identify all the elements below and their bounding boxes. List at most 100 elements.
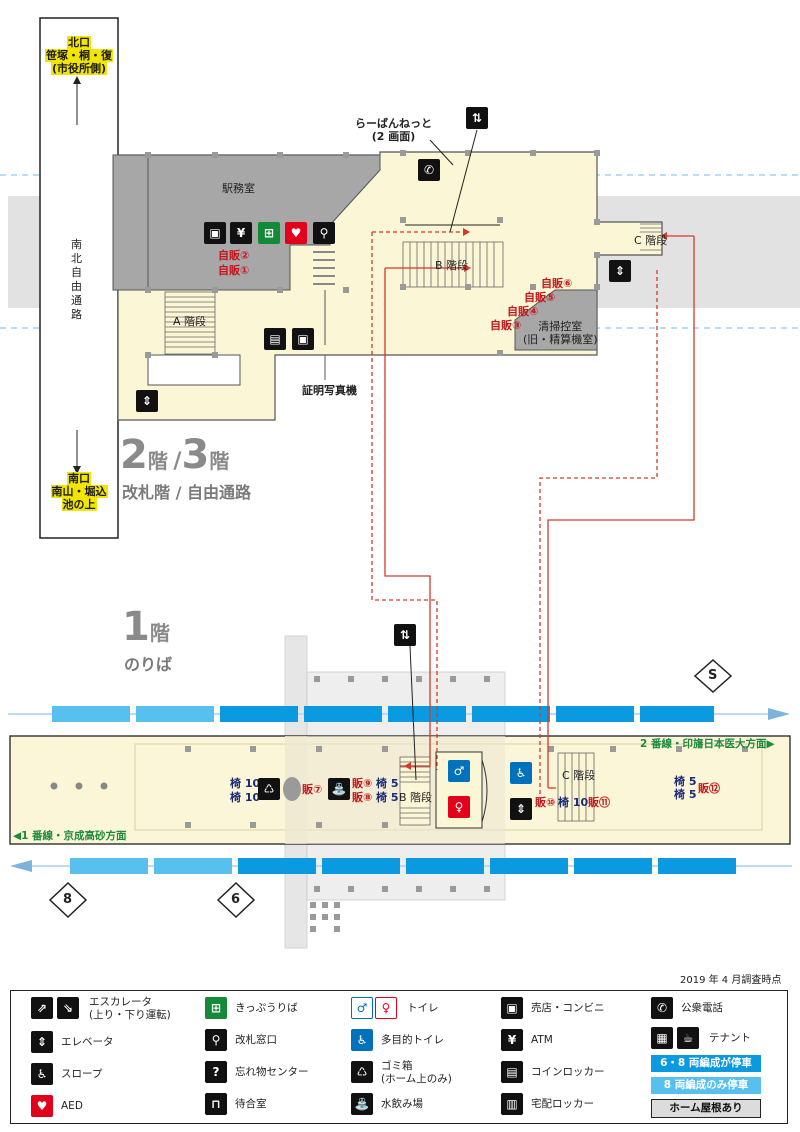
trash-icon: ♺ — [258, 778, 280, 800]
atm-icon: ¥ — [501, 1029, 523, 1051]
vend-10: 販⑩ — [535, 796, 556, 809]
legend-delivery-locker: 宅配ロッカー — [531, 1098, 594, 1110]
legend-lost: 忘れ物センター — [235, 1066, 309, 1078]
ticket-gates — [313, 251, 335, 285]
bench-c: 椅 10 — [558, 796, 589, 809]
vend-12: 販⑫ — [698, 782, 720, 795]
stairs-a-label: A 階段 — [173, 315, 207, 328]
escalator-icon-lower: ⇅ — [394, 624, 416, 646]
train-cars-line2 — [52, 706, 714, 722]
legend-toilet: トイレ — [407, 1002, 439, 1014]
stairs-c-upper — [640, 223, 662, 251]
legend-phone: 公衆電話 — [681, 1002, 723, 1014]
shop-icon: ▣ — [501, 997, 523, 1019]
station-map — [0, 17, 800, 949]
aed-icon: ♥ — [31, 1095, 53, 1117]
line1-direction: ◀1 番線・京成高砂方面 — [13, 830, 127, 842]
toilet-female-icon: ♀ — [448, 796, 470, 818]
coin-locker-icon: ▤ — [501, 1061, 523, 1083]
bench-a1: 椅 10 — [230, 777, 261, 790]
columns-upper — [145, 150, 600, 358]
car-stop-6: 6 — [231, 892, 241, 907]
delivery-locker-icon: ▤ — [264, 328, 286, 350]
stairs-c-lower — [557, 752, 595, 822]
vending-3: 自販③ — [490, 319, 522, 332]
legend-gate: 改札窓口 — [235, 1034, 277, 1046]
vend-11: 販⑪ — [588, 796, 610, 809]
vend-8: 販⑧ — [352, 791, 373, 804]
gate-window-icon: ⚲ — [313, 222, 335, 244]
north-exit-label: 北口 笹塚・桐・復 (市役所側) — [42, 36, 116, 75]
elevator-icon: ⇕ — [609, 260, 631, 282]
legend-slope: スロープ — [61, 1068, 103, 1080]
vend-7: 販⑦ — [302, 783, 323, 796]
survey-date: 2019 年 4 月調査時点 — [680, 975, 782, 986]
stairs-b-lower-label: B 階段 — [399, 791, 433, 804]
trash-icon: ♺ — [351, 1061, 373, 1083]
stairs-c-label: C 階段 — [634, 234, 668, 247]
vending-6: 自販⑥ — [541, 277, 573, 290]
vending-1: 自販① — [218, 264, 250, 277]
water-fountain-icon: ⛲ — [328, 778, 350, 800]
escalator-icon: ⇅ — [466, 107, 488, 129]
shop-icon-2: ▣ — [292, 328, 314, 350]
bench-d2: 椅 5 — [674, 788, 697, 801]
elevator-icon: ⇕ — [31, 1031, 53, 1053]
cleaning-room-label: 清掃控室 (旧・精算機室) — [523, 320, 598, 346]
stairs-c-lower-label: C 階段 — [562, 769, 596, 782]
ticket-icon: ⊞ — [205, 997, 227, 1019]
escalator-down-icon: ⇘ — [57, 997, 79, 1019]
stairs-b-upper — [402, 241, 504, 288]
cleaning-room — [514, 289, 598, 351]
legend-water: 水飲み場 — [381, 1098, 423, 1110]
elevator-icon-lower: ⇕ — [510, 798, 532, 820]
lower-floor-title: 1階 — [122, 604, 170, 650]
shop-icon: ▣ — [204, 222, 226, 244]
legend-trash: ゴミ箱(ホーム上のみ) — [381, 1060, 452, 1085]
stairs-b-label: B 階段 — [435, 259, 469, 272]
columns-lower — [185, 676, 748, 932]
legend-coin-locker: コインロッカー — [531, 1066, 605, 1078]
waiting-room-icon: ⊓ — [205, 1093, 227, 1115]
lost-found-icon: ? — [205, 1061, 227, 1083]
delivery-locker-icon: ▥ — [501, 1093, 523, 1115]
gate-window-icon: ⚲ — [205, 1029, 227, 1051]
lower-floor-subtitle: のりば — [124, 655, 173, 674]
south-exit-label: 南口 南山・堀込 池の上 — [42, 472, 116, 511]
route-lines — [371, 231, 695, 798]
escalator-up-icon: ⇗ — [31, 997, 53, 1019]
vend-9: 販⑨ — [352, 777, 373, 790]
station-office-label: 駅務室 — [222, 182, 255, 195]
legend-multi-toilet: 多目的トイレ — [381, 1034, 444, 1046]
slope-icon: ♿ — [31, 1063, 53, 1085]
bench-b2: 椅 5 — [376, 791, 399, 804]
toilet-male-icon: ♂ — [351, 997, 373, 1019]
aed-icon: ♥ — [285, 222, 307, 244]
vending-4: 自販④ — [507, 305, 539, 318]
photo-booth-label: 証明写真機 — [302, 384, 357, 397]
line2-direction: 2 番線・印旛日本医大方面▶ — [640, 738, 775, 750]
bench-d1: 椅 5 — [674, 775, 697, 788]
wheelchair-icon: ♿ — [510, 762, 532, 784]
atm-icon: ¥ — [230, 222, 252, 244]
north-south-passage — [39, 17, 119, 539]
legend: ⇗ ⇘ エスカレータ(上り・下り運転) ⇕ エレベータ ♿ スロープ ♥ AED… — [10, 990, 788, 1124]
car-stop-markers — [48, 658, 733, 919]
bench-b1: 椅 5 — [376, 777, 399, 790]
legend-escalator: エスカレータ(上り・下り運転) — [89, 996, 171, 1021]
toilet-male-icon: ♂ — [448, 760, 470, 782]
tenant-shop-icon: ▦ — [651, 1027, 673, 1049]
car-stop-s: S — [708, 668, 718, 683]
train-cars-line1 — [70, 858, 736, 874]
legend-shop: 売店・コンビニ — [531, 1002, 605, 1014]
legend-ticket: きっぷうりば — [235, 1002, 298, 1014]
stairs-a — [164, 291, 216, 355]
legend-stop-8: 8 両編成のみ停車 — [651, 1077, 761, 1094]
legend-atm: ATM — [531, 1034, 553, 1046]
passage-label: 南北自由通路 — [71, 238, 82, 321]
upper-floor-title: 2階 /3階 — [120, 432, 230, 478]
upper-floor-subtitle: 改札階 / 自由通路 — [122, 483, 251, 502]
trash-bin-oval — [283, 777, 301, 801]
vending-2: 自販② — [218, 249, 250, 262]
vending-5: 自販⑤ — [524, 291, 556, 304]
